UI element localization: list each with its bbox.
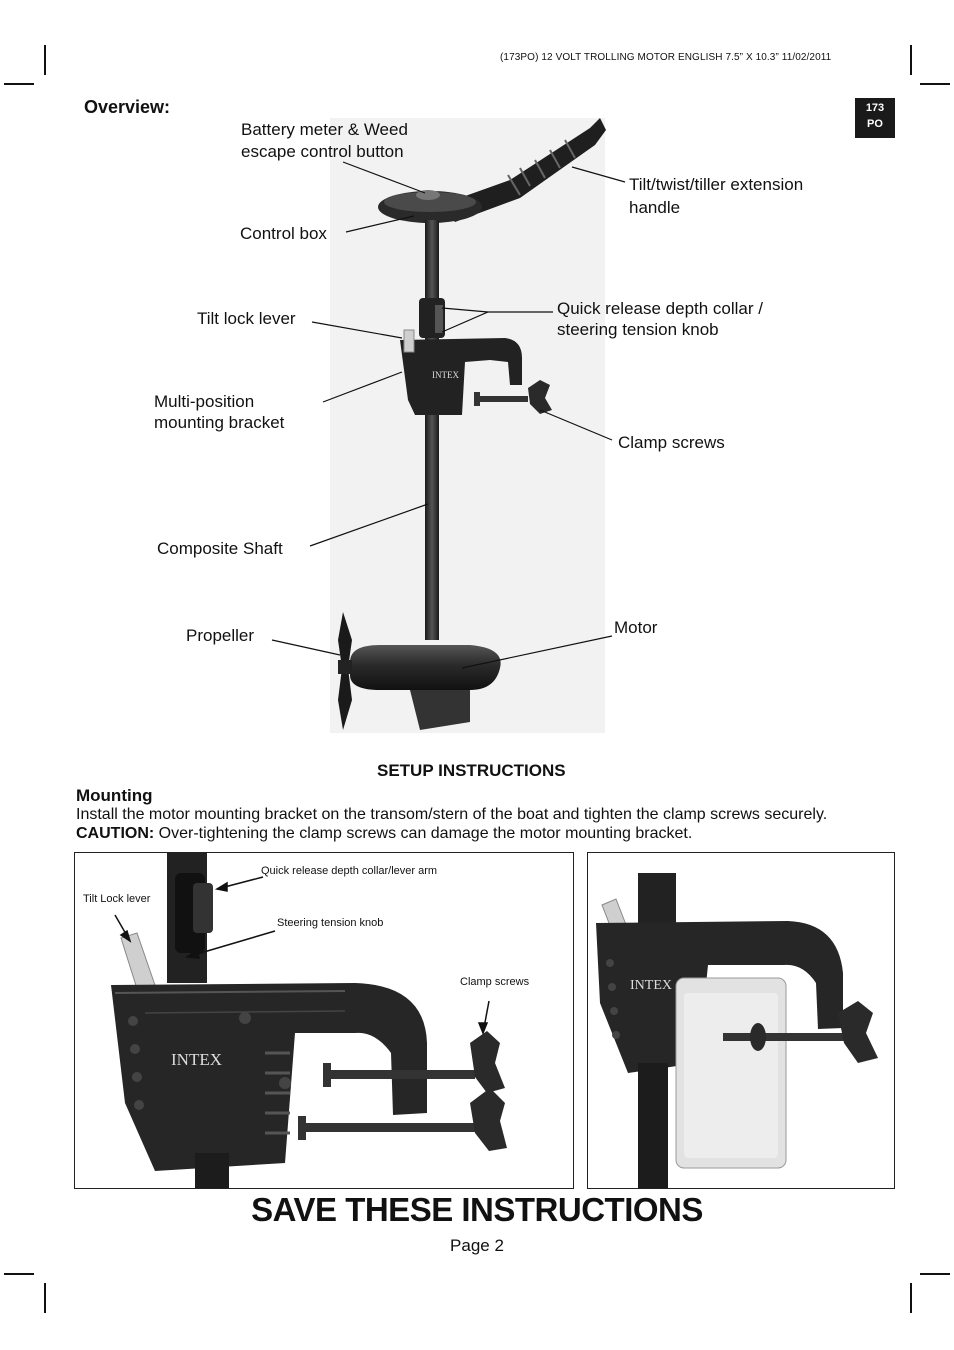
depth-collar-label: Quick release depth collar / steering te… <box>557 298 763 340</box>
mounting-bracket-label-line2: mounting bracket <box>154 413 285 432</box>
setup-title: SETUP INSTRUCTIONS <box>377 761 566 780</box>
caution-label: CAUTION: <box>76 825 155 842</box>
tilt-handle-label-line1: Tilt/twist/tiller extension <box>629 175 804 194</box>
battery-meter-label-line1: Battery meter & Weed <box>241 120 408 139</box>
bracket-detail-photo: INTEX Quick release depth collar/lever a… <box>74 852 574 1189</box>
mounted-bracket-illustration: INTEX <box>596 873 878 1188</box>
clamp-screws-label: Clamp screws <box>618 433 725 452</box>
motor-label: Motor <box>614 618 658 637</box>
detail-tilt-lock-label: Tilt Lock lever <box>83 893 151 905</box>
mounted-bracket-photo: INTEX <box>587 852 895 1189</box>
page-tag-line2: PO <box>867 118 883 130</box>
detail-steering-knob-label: Steering tension knob <box>277 917 384 929</box>
crop-mark <box>910 1283 912 1313</box>
crop-mark <box>910 45 912 75</box>
bracket-detail-illustration: INTEX <box>111 853 507 1188</box>
overview-heading: Overview: <box>84 97 171 117</box>
crop-mark <box>44 1283 46 1313</box>
document-meta: (173PO) 12 VOLT TROLLING MOTOR ENGLISH 7… <box>500 52 832 63</box>
tilt-handle-label-line2: handle <box>629 198 681 217</box>
page-number: Page 2 <box>450 1236 504 1255</box>
detail-depth-collar-label: Quick release depth collar/lever arm <box>261 865 438 877</box>
composite-shaft-label: Composite Shaft <box>157 539 283 558</box>
mounting-instructions: Install the motor mounting bracket on th… <box>76 806 828 823</box>
detail-brand-text: INTEX <box>171 1050 222 1069</box>
depth-collar-label-line2: steering tension knob <box>557 320 719 339</box>
mounting-heading: Mounting <box>76 786 153 805</box>
propeller-label: Propeller <box>186 626 255 645</box>
tilt-handle-label: Tilt/twist/tiller extension handle <box>629 173 803 219</box>
detail-clamp-screws-label: Clamp screws <box>460 976 530 988</box>
crop-mark <box>4 83 34 85</box>
mounted-brand-text: INTEX <box>630 978 672 993</box>
battery-meter-label-line2: escape control button <box>241 142 404 161</box>
crop-mark <box>4 1273 34 1275</box>
mounting-bracket-label: Multi-position mounting bracket <box>154 391 284 433</box>
save-instructions-banner: SAVE THESE INSTRUCTIONS <box>251 1191 703 1228</box>
crop-mark <box>920 83 950 85</box>
depth-collar-label-line1: Quick release depth collar / <box>557 299 763 318</box>
tilt-lock-lever-label: Tilt lock lever <box>197 309 296 328</box>
bracket-brand-text: INTEX <box>432 370 459 380</box>
battery-meter-label: Battery meter & Weed escape control butt… <box>241 119 408 163</box>
trolling-motor-illustration: INTEX <box>271 118 626 733</box>
page-tag: 173 PO <box>855 98 895 138</box>
crop-mark <box>920 1273 950 1275</box>
control-box-label: Control box <box>240 224 327 243</box>
caution-text: Over-tightening the clamp screws can dam… <box>154 825 693 842</box>
page-tag-line1: 173 <box>865 102 885 114</box>
mounting-bracket-label-line1: Multi-position <box>154 392 255 411</box>
crop-mark <box>44 45 46 75</box>
caution-paragraph: CAUTION: Over-tightening the clamp screw… <box>76 824 936 843</box>
